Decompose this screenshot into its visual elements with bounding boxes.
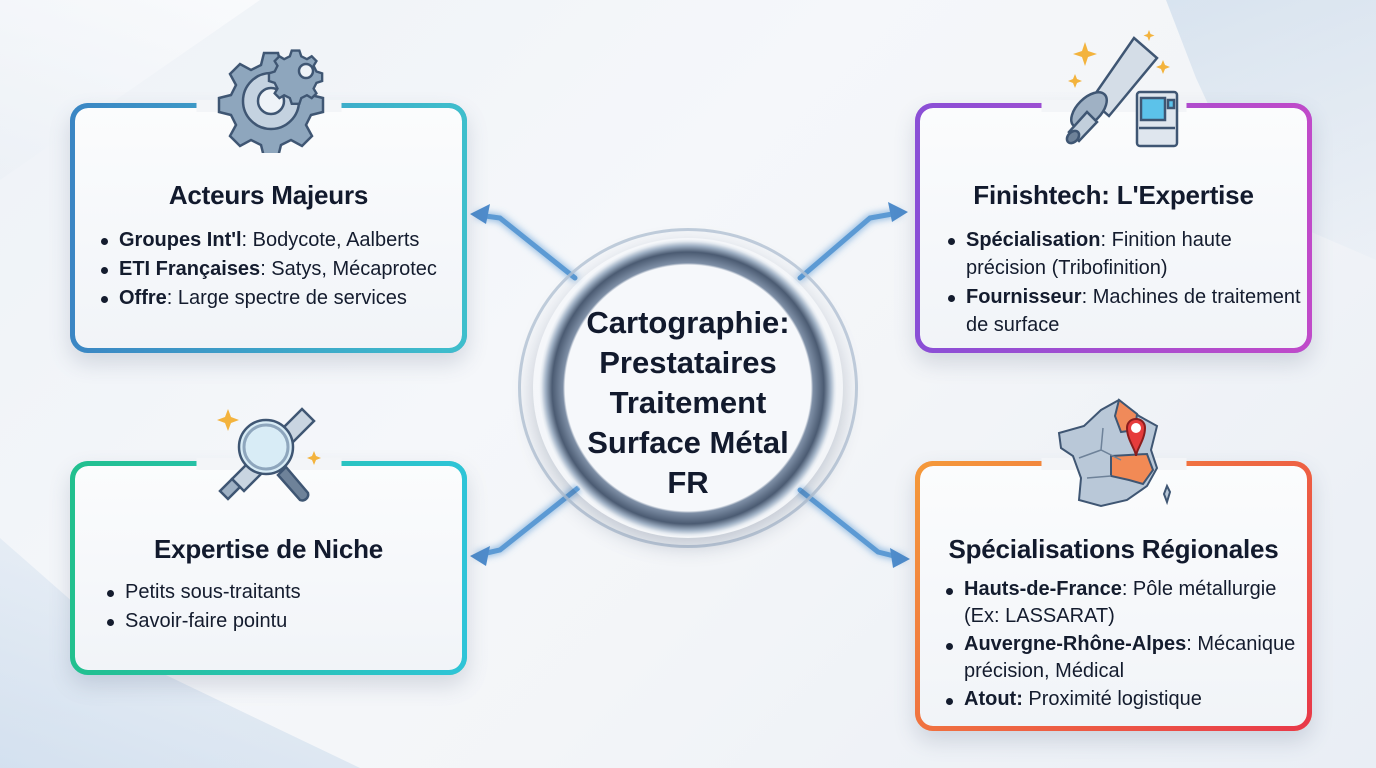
- card-expertise-niche: Expertise de Niche Petits sous-traitants…: [70, 407, 467, 675]
- item-sep: :: [1100, 229, 1107, 251]
- hub-title-line: Surface Métal: [587, 425, 789, 460]
- list-item: Spécialisation: Finition haute précision…: [944, 226, 1307, 282]
- machined-part-and-cnc-machine-icon: [1039, 28, 1189, 158]
- item-sep: :: [1081, 286, 1088, 308]
- card-bullet-list: Petits sous-traitants Savoir-faire point…: [103, 578, 301, 636]
- card-bullet-list: Hauts-de-France: Pôle métallurgie (Ex: L…: [942, 576, 1307, 714]
- item-label: Hauts-de-France: [964, 578, 1122, 600]
- hub-title-line: Cartographie:: [586, 305, 790, 340]
- item-sep: :: [166, 287, 173, 309]
- list-item: Auvergne-Rhône-Alpes: Mécanique précisio…: [942, 631, 1307, 685]
- magnifying-glass-icon: [204, 401, 334, 511]
- item-label: Offre: [119, 287, 167, 309]
- item-sep: :: [241, 229, 248, 251]
- card-title: Acteurs Majeurs: [168, 180, 369, 210]
- list-item: Savoir-faire pointu: [103, 607, 301, 635]
- card-finishtech: Finishtech: L'Expertise Spécialisation: …: [915, 30, 1312, 353]
- card-specialisations-regionales: Spécialisations Régionales Hauts-de-Fran…: [915, 398, 1312, 731]
- list-item: Fournisseur: Machines de traitement de s…: [944, 283, 1307, 339]
- card-bullet-list: Spécialisation: Finition haute précision…: [944, 226, 1307, 340]
- arrow-to-acteurs: [475, 212, 578, 281]
- hub-title-line: FR: [667, 465, 709, 500]
- list-item: Groupes Int'l: Bodycote, Aalberts: [97, 226, 437, 254]
- item-text: Mécanique précision, Médical: [964, 633, 1296, 682]
- hub-outer-ring: [518, 228, 858, 548]
- item-label: Spécialisation: [966, 229, 1101, 251]
- list-item: Petits sous-traitants: [103, 578, 301, 606]
- item-text: Machines de traitement de surface: [966, 286, 1301, 336]
- card-title: Expertise de Niche: [153, 534, 384, 564]
- france-map-pin-icon: [1039, 388, 1189, 518]
- item-label: Fournisseur: [966, 286, 1082, 308]
- list-item: ETI Françaises: Satys, Mécaprotec: [97, 255, 437, 283]
- item-sep: :: [1121, 578, 1128, 600]
- hub-title-line: Traitement: [609, 385, 767, 420]
- item-label: Atout:: [964, 688, 1023, 710]
- item-sep: :: [260, 258, 266, 280]
- item-text: Large spectre de services: [172, 287, 407, 309]
- hub-title-line: Prestataires: [599, 345, 777, 380]
- item-text: Bodycote, Aalberts: [247, 229, 420, 251]
- card-title: Spécialisations Régionales: [948, 534, 1279, 564]
- item-label: ETI Françaises: [119, 258, 261, 280]
- hub-title: Cartographie: Prestataires Traitement Su…: [548, 303, 828, 503]
- card-title: Finishtech: L'Expertise: [973, 180, 1254, 210]
- item-label: Auvergne-Rhône-Alpes: [964, 633, 1187, 655]
- list-item: Hauts-de-France: Pôle métallurgie (Ex: L…: [942, 576, 1307, 630]
- list-item: Offre: Large spectre de services: [97, 284, 437, 312]
- list-item: Atout: Proximité logistique: [942, 686, 1307, 713]
- item-label: Groupes Int'l: [119, 229, 242, 251]
- central-hub: [533, 238, 843, 538]
- arrow-to-finishtech: [797, 210, 901, 281]
- card-acteurs-majeurs: Acteurs Majeurs Groupes Int'l: Bodycote,…: [70, 49, 467, 353]
- item-text: Pôle métallurgie (Ex: LASSARAT): [964, 578, 1277, 627]
- item-text: Proximité logistique: [1022, 688, 1202, 710]
- gears-icon: [204, 43, 334, 153]
- item-sep: :: [1186, 633, 1192, 655]
- item-text: Finition haute précision (Tribofinition): [966, 229, 1232, 279]
- item-text: Satys, Mécaprotec: [265, 258, 437, 280]
- card-bullet-list: Groupes Int'l: Bodycote, Aalberts ETI Fr…: [97, 226, 437, 313]
